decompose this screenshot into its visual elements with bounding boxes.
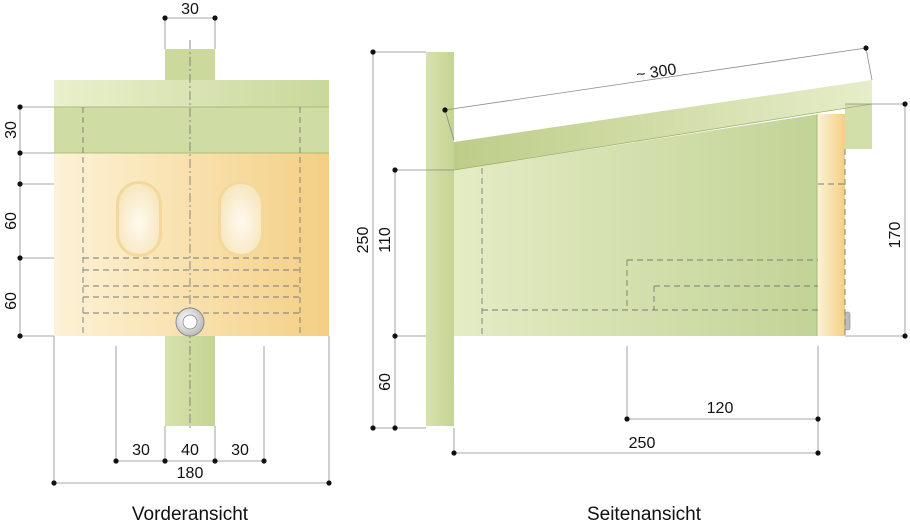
side-view: ~ 300 250 110 60 170 120 250 Seitenansic…	[355, 45, 908, 525]
front-dimension-lines	[19, 17, 329, 484]
dim-upper-height: 60	[3, 212, 20, 230]
front-roof-band	[54, 107, 329, 153]
dim-inner-length: 120	[707, 400, 734, 417]
side-roof-overhang	[845, 104, 872, 149]
dim-post-width: 30	[181, 1, 199, 18]
side-body	[454, 114, 820, 336]
dim-post-mount: 40	[181, 442, 199, 459]
dim-roof-height: 30	[3, 121, 20, 139]
front-dim-dots	[17, 15, 332, 486]
dim-total-width: 180	[177, 465, 204, 482]
side-dimension-lines	[372, 47, 906, 454]
dim-total-height: 250	[355, 227, 372, 254]
side-view-caption: Seitenansicht	[587, 504, 702, 525]
dim-roof-length: ~ 300	[635, 61, 678, 84]
side-roof	[454, 80, 872, 170]
side-front-panel	[817, 114, 845, 336]
front-body	[54, 153, 329, 336]
front-extension-lines	[20, 18, 330, 484]
front-view: 30 30 60 60 30 40 30 180 Vorderansicht	[3, 1, 332, 525]
dim-box-height: 110	[377, 227, 394, 253]
dim-total-length: 250	[629, 435, 656, 452]
dim-bottom: 60	[377, 373, 394, 391]
screw-icon	[175, 307, 205, 337]
side-post	[426, 52, 454, 426]
side-screw-icon	[844, 311, 851, 331]
dim-lower-height: 60	[3, 292, 20, 310]
front-hidden-lines	[82, 107, 301, 336]
front-view-caption: Vorderansicht	[132, 504, 249, 525]
dim-right-offset: 30	[231, 442, 249, 459]
side-extension-lines	[373, 47, 905, 454]
dim-left-offset: 30	[132, 442, 150, 459]
dim-back-height: 170	[887, 222, 904, 249]
side-dim-dots	[370, 45, 908, 456]
entrance-hole-right	[218, 181, 264, 257]
entrance-hole-left	[116, 181, 162, 257]
side-hidden-lines	[481, 149, 846, 336]
front-roof-top	[54, 80, 329, 107]
